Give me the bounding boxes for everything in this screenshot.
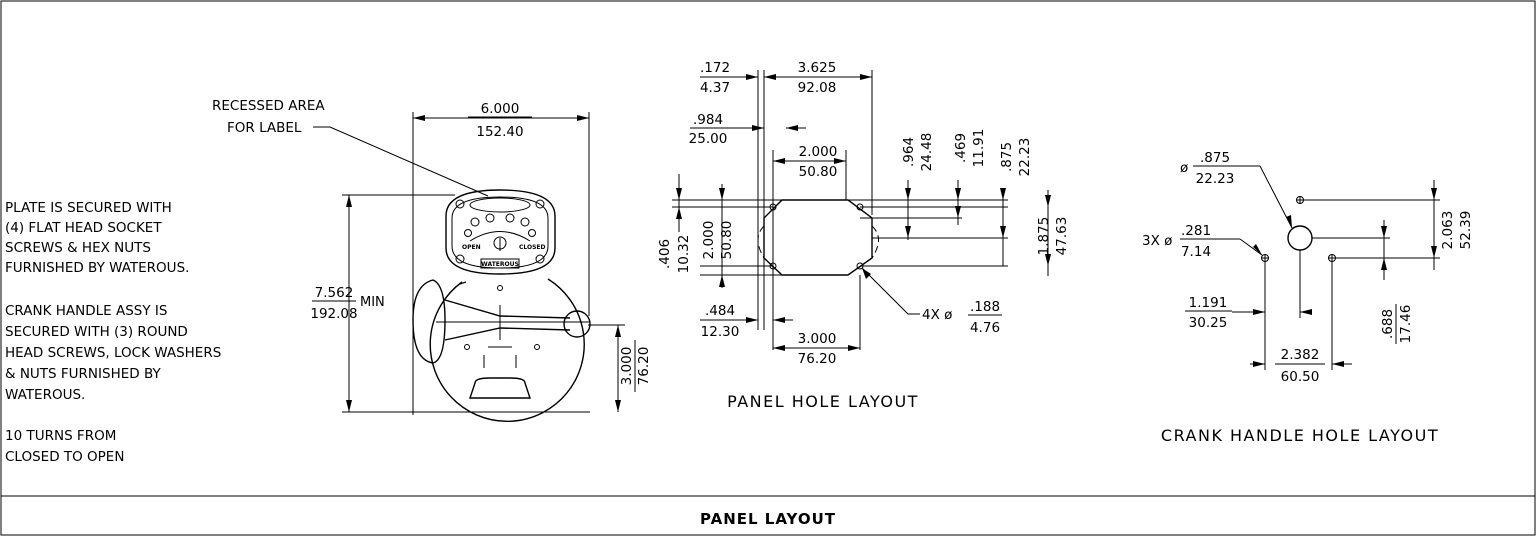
small-hole-prefix: 3X ø bbox=[1142, 233, 1172, 249]
note-turns-line2: CLOSED TO OPEN bbox=[5, 449, 124, 465]
plate-open-text: OPEN bbox=[462, 244, 481, 251]
recessed-area-label-1: RECESSED AREA bbox=[212, 98, 325, 114]
crank-offset-mm: 76.20 bbox=[636, 347, 652, 386]
dim-469-in: .469 bbox=[953, 133, 969, 163]
dim-1191-in: 1.191 bbox=[1189, 295, 1228, 311]
note-plate-line1: PLATE IS SECURED WITH bbox=[5, 200, 172, 216]
hole-callout-mm: 4.76 bbox=[970, 320, 1000, 336]
small-hole-mm: 7.14 bbox=[1181, 244, 1211, 260]
height-mm: 192.08 bbox=[310, 306, 357, 322]
dim-984-in: .984 bbox=[693, 112, 723, 128]
big-hole-mm: 22.23 bbox=[1196, 171, 1235, 187]
dim-2000w-mm: 50.80 bbox=[799, 164, 838, 180]
dim-3625-in: 3.625 bbox=[798, 60, 837, 76]
crank-shaft-hole bbox=[1287, 225, 1313, 251]
label-recess bbox=[469, 197, 531, 213]
notes-block: PLATE IS SECURED WITH (4) FLAT HEAD SOCK… bbox=[5, 200, 221, 465]
small-hole-in: .281 bbox=[1181, 223, 1211, 239]
dim-484-mm: 12.30 bbox=[701, 324, 740, 340]
note-turns-line1: 10 TURNS FROM bbox=[5, 428, 116, 444]
plate-brand-text: WATEROUS bbox=[481, 261, 519, 268]
dim-172-mm: 4.37 bbox=[700, 80, 730, 96]
hole-callout-in: .188 bbox=[970, 299, 1000, 315]
panel-hole-layout: PANEL HOLE LAYOUT .172 4.37 3.625 92.08 … bbox=[657, 60, 1070, 411]
dim-406-in: .406 bbox=[657, 239, 673, 269]
note-crank-line5: WATEROUS. bbox=[5, 387, 85, 403]
valve-stem-housing bbox=[469, 377, 531, 399]
width-in: 6.000 bbox=[481, 101, 520, 117]
big-hole-prefix: ø bbox=[1180, 160, 1188, 176]
note-crank-line3: HEAD SCREWS, LOCK WASHERS bbox=[5, 345, 221, 361]
crank-hole-layout: CRANK HANDLE HOLE LAYOUT ø .875 22.23 3X… bbox=[1142, 150, 1474, 445]
note-crank-line2: SECURED WITH (3) ROUND bbox=[5, 324, 188, 340]
dim-172-in: .172 bbox=[700, 60, 730, 76]
hole-callout-leader bbox=[861, 267, 920, 315]
dim-875-in: .875 bbox=[999, 142, 1015, 172]
crank-offset-in: 3.000 bbox=[619, 347, 635, 386]
big-hole-in: .875 bbox=[1200, 150, 1230, 166]
dim-2000w-in: 2.000 bbox=[799, 144, 838, 160]
dim-964-in: .964 bbox=[901, 137, 917, 167]
dim-2000h-mm: 50.80 bbox=[719, 221, 735, 260]
dim-964-mm: 24.48 bbox=[919, 133, 935, 172]
height-in: 7.562 bbox=[315, 285, 354, 301]
dim-2063-mm: 52.39 bbox=[1458, 211, 1474, 250]
panel-hole-title: PANEL HOLE LAYOUT bbox=[727, 392, 919, 411]
dim-3625-mm: 92.08 bbox=[798, 80, 837, 96]
note-plate-line2: (4) FLAT HEAD SOCKET bbox=[5, 220, 162, 236]
crank-hole-title: CRANK HANDLE HOLE LAYOUT bbox=[1161, 426, 1439, 445]
dim-875-mm: 22.23 bbox=[1017, 138, 1033, 177]
dim-406-mm: 10.32 bbox=[676, 235, 692, 274]
dim-2000h-in: 2.000 bbox=[701, 221, 717, 260]
note-plate-line3: SCREWS & HEX NUTS bbox=[5, 240, 151, 256]
dim-2382-mm: 60.50 bbox=[1281, 369, 1320, 385]
dim-688-mm: 17.46 bbox=[1398, 305, 1414, 344]
crank-hub bbox=[563, 310, 591, 338]
note-plate-line4: FURNISHED BY WATEROUS. bbox=[5, 260, 189, 276]
note-crank-line4: & NUTS FURNISHED BY bbox=[5, 366, 161, 382]
dim-484-in: .484 bbox=[705, 303, 735, 319]
width-mm: 152.40 bbox=[476, 124, 523, 140]
footer-title: PANEL LAYOUT bbox=[700, 510, 836, 528]
crank-handle bbox=[412, 279, 591, 364]
dim-3000-in: 3.000 bbox=[798, 331, 837, 347]
dim-1875-mm: 47.63 bbox=[1054, 217, 1070, 256]
front-view: RECESSED AREA FOR LABEL 6.000 152.40 7.5… bbox=[212, 98, 652, 422]
dim-2063-in: 2.063 bbox=[1440, 211, 1456, 250]
crank-grip bbox=[412, 279, 446, 364]
recessed-area-label-2: FOR LABEL bbox=[227, 120, 302, 136]
recessed-area-leader bbox=[313, 126, 489, 197]
dim-984-mm: 25.00 bbox=[689, 131, 728, 147]
dim-469-mm: 11.91 bbox=[971, 129, 987, 168]
dim-1191-mm: 30.25 bbox=[1189, 315, 1228, 331]
dim-1875-in: 1.875 bbox=[1036, 217, 1052, 256]
dim-3000-mm: 76.20 bbox=[798, 351, 837, 367]
panel-cutout-outline bbox=[763, 199, 873, 276]
plate-closed-text: CLOSED bbox=[519, 244, 546, 251]
nameplate bbox=[445, 189, 556, 275]
valve-body-outline bbox=[429, 278, 585, 422]
dim-688-in: .688 bbox=[1380, 309, 1396, 339]
hole-callout-prefix: 4X ø bbox=[922, 307, 952, 323]
dim-2382-in: 2.382 bbox=[1281, 347, 1320, 363]
note-crank-line1: CRANK HANDLE ASSY IS bbox=[5, 303, 167, 319]
height-min-suffix: MIN bbox=[360, 295, 385, 310]
